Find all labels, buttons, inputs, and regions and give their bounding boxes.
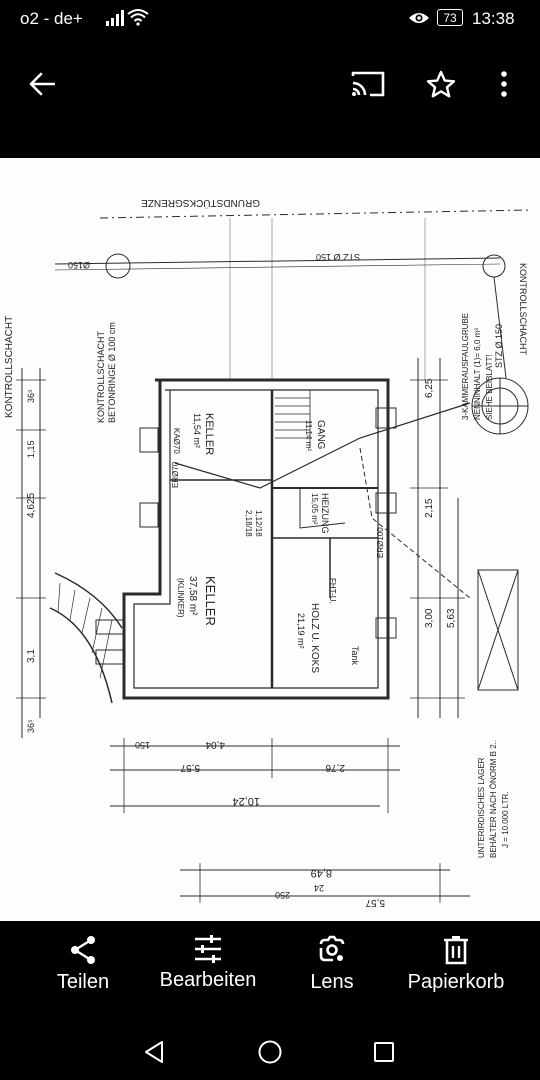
trash-icon xyxy=(444,936,468,965)
label-heizung-area: 15,05 m² xyxy=(310,493,319,525)
nav-back-button[interactable] xyxy=(138,1036,170,1068)
dim-115: 1,15 xyxy=(26,440,36,458)
dim-31: 3,1 xyxy=(26,649,37,663)
more-options-button[interactable] xyxy=(486,64,522,104)
favorite-button[interactable] xyxy=(418,64,464,104)
dim-215: 2,15 xyxy=(424,498,435,518)
trash-label: Papierkorb xyxy=(407,971,505,993)
trash-button[interactable]: Papierkorb xyxy=(396,935,516,994)
signal-icon xyxy=(106,10,124,26)
carrier-name: o2 - de+ xyxy=(20,9,83,28)
tune-icon xyxy=(195,935,221,963)
photo-viewer[interactable]: GRUNDSTÜCKSGRENZE KONTROLLSCHACHT KONTRO… xyxy=(0,158,540,921)
dim-563: 5,63 xyxy=(446,608,457,628)
app-bar xyxy=(0,52,540,116)
nav-home-button[interactable] xyxy=(254,1036,286,1068)
dim-625: 6,25 xyxy=(424,378,435,398)
label-keller-big: KELLER xyxy=(203,576,218,626)
label-lager-1: UNTERIRDISCHES LAGER xyxy=(477,757,486,858)
nav-recents-button[interactable] xyxy=(368,1036,400,1068)
label-gang-area: 11,14 m² xyxy=(304,420,313,451)
back-button[interactable] xyxy=(20,64,64,104)
label-kz150: Ø150 xyxy=(68,260,90,270)
label-ka70: KAØ70 xyxy=(172,428,181,454)
label-keller-big-area: 37,58 m² xyxy=(187,576,198,616)
label-er100: ERØ100 xyxy=(376,527,385,558)
eye-icon xyxy=(409,13,429,23)
edit-button[interactable]: Bearbeiten xyxy=(148,935,268,992)
home-circle-icon xyxy=(258,1040,282,1064)
more-vert-icon xyxy=(501,71,507,97)
label-heizung: HEIZUNG xyxy=(320,493,330,534)
label-holz-area: 21,19 m² xyxy=(296,613,306,649)
label-stz-top: STZ Ø 150 xyxy=(316,252,360,262)
back-triangle-icon xyxy=(145,1041,163,1063)
dim-849: 8,49 xyxy=(311,867,332,879)
label-kontrollschacht-beton-1: KONTROLLSCHACHT xyxy=(96,330,106,423)
label-kontrollschacht-left: KONTROLLSCHACHT xyxy=(4,316,15,418)
dim-4625: 4,625 xyxy=(26,493,37,518)
dim-1024: 10,24 xyxy=(232,795,260,807)
wifi-icon xyxy=(127,9,149,26)
label-er70: ERØ70 xyxy=(171,461,180,488)
label-kontrollschacht-right: KONTROLLSCHACHT xyxy=(518,263,528,356)
dim-150: 150 xyxy=(135,740,150,750)
bottom-action-bar: Teilen Bearbeiten Lens Papierkorb xyxy=(0,935,540,1025)
floor-plan-image: GRUNDSTÜCKSGRENZE KONTROLLSCHACHT KONTRO… xyxy=(4,197,531,908)
dim-276: 2,76 xyxy=(325,762,345,773)
battery-level: 73 xyxy=(443,11,457,25)
lens-button[interactable]: Lens xyxy=(296,935,368,994)
share-icon xyxy=(71,936,95,964)
dim-24: 24 xyxy=(314,883,324,893)
label-keller-small-area: 11,54 m² xyxy=(192,413,202,448)
label-lager-2: BEHÄLTER NACH ÖNORM B 2.. xyxy=(489,740,498,858)
label-121: 1,12/18 xyxy=(254,510,263,537)
cast-icon xyxy=(351,71,385,97)
dim-300: 3,00 xyxy=(424,608,435,628)
label-grube-2: NENNINHALT (1)= 6,0 m³ xyxy=(473,328,482,420)
label-keller-small: KELLER xyxy=(203,413,215,455)
cast-button[interactable] xyxy=(344,64,392,104)
label-tank: Tank xyxy=(350,646,360,666)
back-arrow-icon xyxy=(29,72,55,96)
dim-557b: 5,57 xyxy=(365,897,385,908)
label-lager-3: J = 10.000 LTR. xyxy=(501,791,510,848)
label-grenze: GRUNDSTÜCKSGRENZE xyxy=(141,197,260,209)
share-button[interactable]: Teilen xyxy=(40,935,126,994)
label-181: 2,18/18 xyxy=(244,510,253,537)
system-nav-bar xyxy=(0,1026,540,1080)
recents-square-icon xyxy=(374,1042,394,1062)
label-grube-1: 3-KAMMERAUSFAULGRUBE xyxy=(461,313,470,420)
label-gang: GANG xyxy=(315,420,326,450)
label-fht: FHT-U. xyxy=(328,578,337,604)
lens-icon xyxy=(319,935,345,962)
edit-label: Bearbeiten xyxy=(159,969,257,991)
label-kontrollschacht-beton-2: BETONRINGE Ø 100 cm xyxy=(107,322,117,423)
dim-404: 4,04 xyxy=(205,739,225,750)
dim-557a: 5,57 xyxy=(180,762,200,773)
share-label: Teilen xyxy=(56,971,110,993)
status-time: 13:38 xyxy=(472,9,515,28)
star-icon xyxy=(426,70,456,98)
battery-icon: 73 xyxy=(437,9,463,26)
lens-label: Lens xyxy=(310,971,354,993)
dim-365b: 36⁵ xyxy=(26,719,36,733)
label-keller-big-note: (KLINKER) xyxy=(176,578,185,618)
dim-250: 250 xyxy=(275,890,290,900)
label-holz: HOLZ U. KOKS xyxy=(309,603,320,673)
dim-365a: 36⁵ xyxy=(26,389,36,403)
label-stz-right: STZ Ø 150 xyxy=(494,324,504,368)
label-grube-3: SIEHE BEIBLATT! xyxy=(485,354,494,420)
status-bar: o2 - de+ 73 13:38 xyxy=(0,0,540,38)
